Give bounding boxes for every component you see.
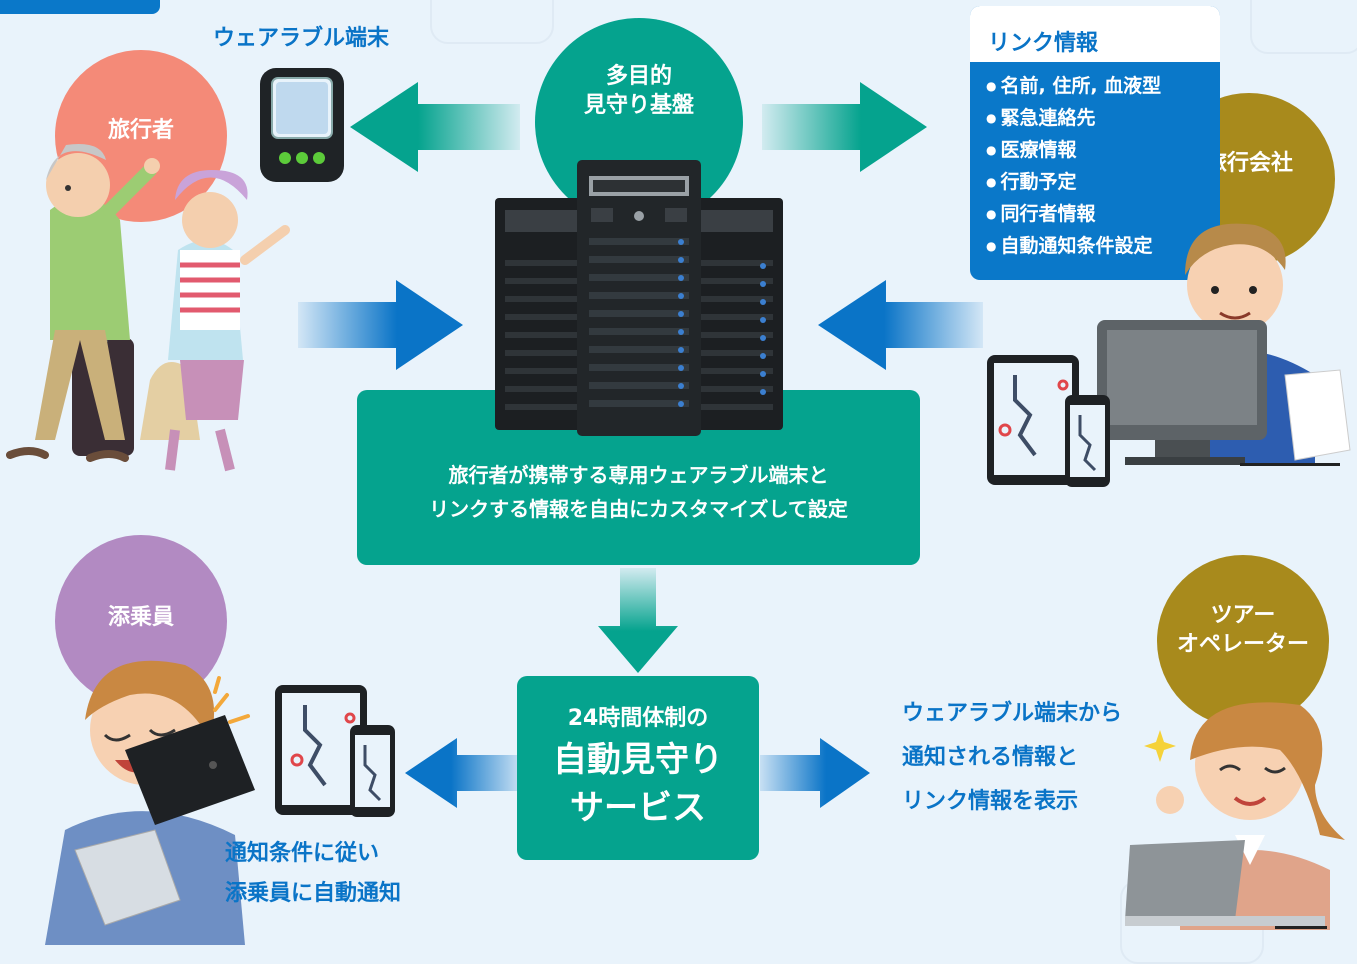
tour-operator-label-line1: ツアー (1210, 603, 1276, 629)
service-line2: 自動見守り (553, 740, 723, 780)
arrow-company-to-server (818, 280, 983, 370)
tour-operator-label-line2: オペレーター (1176, 632, 1309, 657)
link-info-panel: リンク情報 名前, 住所, 血液型 緊急連絡先 医療情報 行動予定 同行者情報 … (970, 6, 1220, 280)
traveler-label: 旅行者 (107, 117, 174, 143)
arrow-down-to-service (598, 568, 678, 673)
conductor-note-line1: 通知条件に従い (225, 841, 380, 866)
background-decoration (430, 0, 554, 44)
conductor-label: 添乗員 (107, 605, 174, 631)
tour-operator-illustration (1125, 702, 1345, 930)
link-info-item: 名前, 住所, 血液型 (986, 70, 1220, 102)
platform-label-line1: 多目的 (605, 64, 672, 90)
arrow-service-to-operator (760, 738, 870, 808)
operator-note-line3: リンク情報を表示 (902, 789, 1079, 814)
customization-text-line1: 旅行者が携帯する専用ウェアラブル端末と (448, 463, 829, 487)
wearable-device-icon (260, 68, 344, 182)
operator-note-line2: 通知される情報と (902, 745, 1079, 770)
link-info-item: 行動予定 (986, 166, 1220, 198)
link-info-item: 緊急連絡先 (986, 102, 1220, 134)
arrow-left-to-wearable (350, 82, 520, 172)
link-info-title: リンク情報 (970, 6, 1220, 62)
arrow-right-to-link-info (762, 82, 927, 172)
operator-note-line1: ウェアラブル端末から (902, 701, 1123, 726)
operator-display-text: ウェアラブル端末から 通知される情報と リンク情報を表示 (902, 692, 1122, 824)
arrow-traveler-to-server (298, 280, 463, 370)
travel-company-staff-illustration (987, 223, 1351, 487)
customization-text-line2: リンクする情報を自由にカスタマイズして設定 (429, 497, 848, 521)
traveler-couple-illustration (6, 144, 290, 472)
background-decoration (1250, 0, 1357, 54)
corner-tab (0, 0, 160, 14)
wearable-device-label: ウェアラブル端末 (213, 26, 390, 51)
conductor-illustration (45, 660, 395, 945)
platform-label-line2: 見守り基盤 (583, 93, 694, 118)
link-info-item: 医療情報 (986, 134, 1220, 166)
conductor-notification-text: 通知条件に従い 添乗員に自動通知 (225, 834, 401, 914)
conductor-note-line2: 添乗員に自動通知 (225, 881, 402, 906)
arrow-service-to-conductor (405, 738, 520, 808)
tour-operator-circle: ツアー オペレーター (1157, 555, 1329, 727)
link-info-item: 自動通知条件設定 (986, 230, 1220, 262)
link-info-item: 同行者情報 (986, 198, 1220, 230)
monitoring-service-box: 24時間体制の 自動見守り サービス (517, 676, 759, 860)
service-line1: 24時間体制の (567, 706, 709, 731)
server-cluster-icon (495, 160, 783, 436)
link-info-list: 名前, 住所, 血液型 緊急連絡先 医療情報 行動予定 同行者情報 自動通知条件… (970, 70, 1220, 262)
service-line3: サービス (570, 788, 706, 828)
